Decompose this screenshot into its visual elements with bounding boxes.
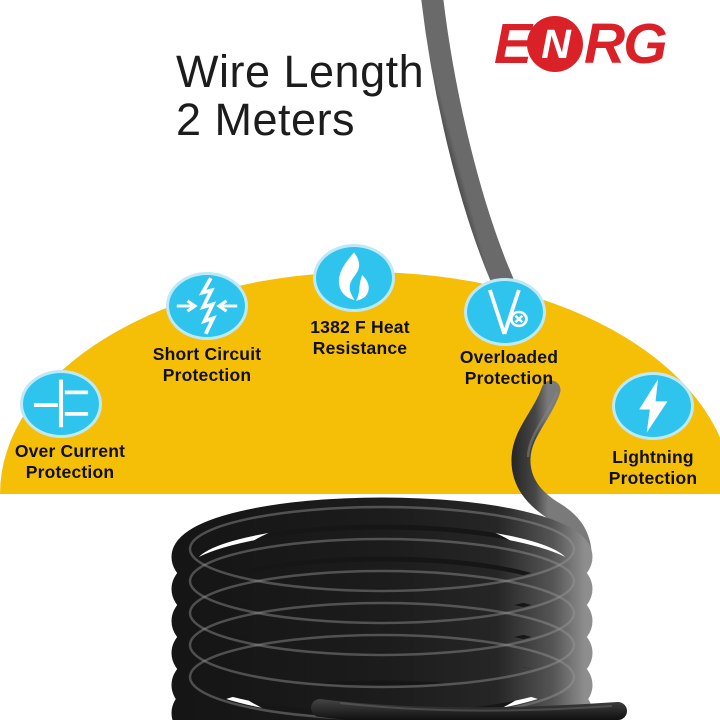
feature-label: 1382 F Heat Resistance [310,317,410,358]
heat-resistance-icon [313,244,395,312]
feature-label: Short Circuit Protection [152,344,262,385]
feature-label: Overloaded Protection [459,347,559,388]
overload-icon [464,278,546,346]
cable-top [421,0,522,307]
brand-circle-n: N [527,16,584,72]
wire-length-title: Wire Length 2 Meters [176,48,424,143]
title-line-2: 2 Meters [176,93,356,145]
lightning-icon [612,372,694,440]
feature-label: Lightning Protection [608,447,698,488]
brand-letter-e: E [494,11,532,76]
short-circuit-icon [166,272,248,340]
cable-tail [311,699,627,720]
wire-coil [171,497,593,720]
cable-curve [511,380,592,561]
title-line-1: Wire Length [176,46,425,97]
brand-letters-rg: RG [584,11,667,76]
feature-label: Over Current Protection [14,441,126,482]
brand-logo: E N RG [494,11,668,76]
over-current-icon [20,370,102,438]
